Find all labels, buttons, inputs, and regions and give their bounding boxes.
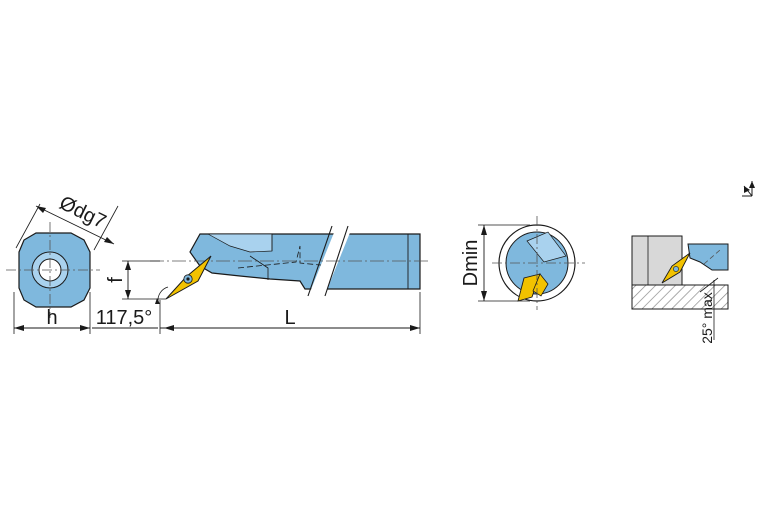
projection-arrows-icon xyxy=(742,181,755,197)
ramp-view: 25° max xyxy=(631,235,729,344)
ramp-bar xyxy=(687,243,729,271)
h-label: h xyxy=(46,307,57,329)
bore-view: Dmin xyxy=(460,216,585,310)
workpiece-hatch xyxy=(631,284,729,310)
ramp-angle-label: 25° max xyxy=(699,292,715,344)
diameter-label: Ødg7 xyxy=(56,192,110,233)
angle-label: 117,5° xyxy=(96,307,153,329)
coolant-channel xyxy=(237,245,331,269)
side-view: f L 117,5° xyxy=(92,225,428,334)
dmin-label: Dmin xyxy=(460,240,482,287)
end-view: Ødg7 h xyxy=(6,192,119,334)
angle-arc xyxy=(157,286,169,303)
length-label: L xyxy=(284,307,295,329)
diameter-dimension-line xyxy=(35,205,115,245)
f-label: f xyxy=(105,277,127,283)
